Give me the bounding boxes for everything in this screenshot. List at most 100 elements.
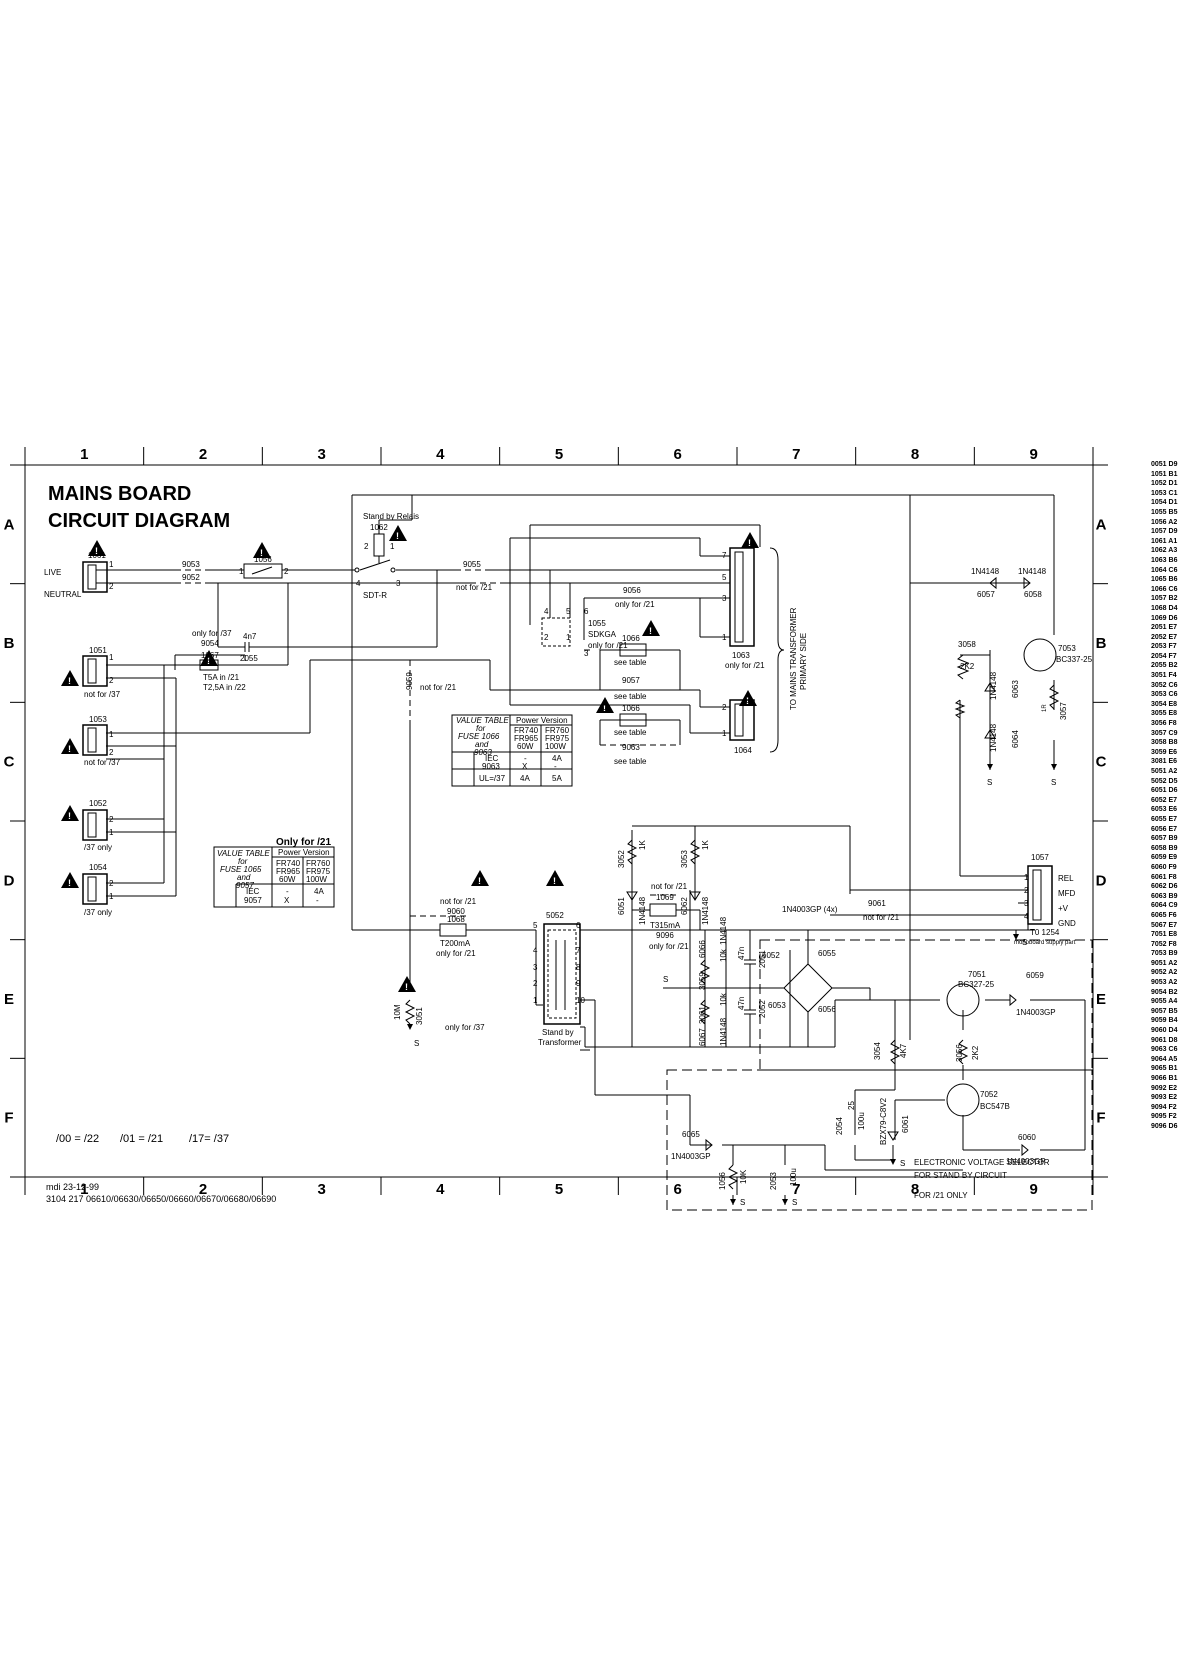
connector-1063-pin-5: 5 <box>722 573 727 582</box>
jumper-9052: 9052 <box>182 573 200 582</box>
svg-text:3: 3 <box>1024 899 1029 908</box>
table1-title4: and <box>475 740 489 749</box>
table2-row1-label1: IEC <box>246 887 260 896</box>
jumper-9060: 9060 <box>447 907 465 916</box>
d6066-type: 1N4148 <box>719 916 728 945</box>
table1-col1-0: FR740 <box>514 726 539 735</box>
warning-icon: ! <box>389 525 407 541</box>
connector-1051-note: not for /37 <box>84 690 121 699</box>
grid-column-bottom: 3 <box>317 1181 325 1198</box>
table1-col2-0: FR760 <box>545 726 570 735</box>
jumper-9061-note: not for /21 <box>863 913 900 922</box>
d6057-ref: 6057 <box>977 590 995 599</box>
relay-pin-1: 1 <box>390 542 395 551</box>
warning-icon: ! <box>546 870 564 886</box>
table2-row1-v2a: 4A <box>314 887 324 896</box>
connector-1054-note: /37 only <box>84 908 112 917</box>
relay-type: SDT-R <box>363 591 387 600</box>
svg-text:!: ! <box>207 656 210 666</box>
reference-index-item: 7051 E8 <box>1151 931 1178 939</box>
reference-index-item: 5067 E7 <box>1151 921 1178 929</box>
reference-index-item: 7053 B9 <box>1151 950 1178 958</box>
connector-1064-pin-2: 2 <box>722 703 727 712</box>
reference-index-item: 5051 A2 <box>1151 768 1178 775</box>
grid-column-bottom: 4 <box>436 1181 445 1198</box>
connector-1053-ref: 1053 <box>89 715 107 724</box>
version-note-3: /17= /37 <box>189 1133 229 1145</box>
warning-icon: ! <box>739 690 757 706</box>
transformer-ref: 5052 <box>546 911 564 920</box>
svg-text:2: 2 <box>284 567 289 576</box>
reference-index-item: 6064 C9 <box>1151 902 1178 910</box>
reference-index-item: 1055 B5 <box>1151 508 1178 516</box>
fuse-1069-v: T315mA <box>650 921 681 930</box>
switch-1055-type: SDKGA <box>588 630 617 639</box>
reference-index-item: 9093 E2 <box>1151 1094 1178 1102</box>
d6063-type: 1N4148 <box>989 671 998 700</box>
r3051-note: only for /37 <box>445 1023 485 1032</box>
reference-index-item: 9096 D6 <box>1151 1122 1178 1130</box>
fuse-1068-ref: 1068 <box>447 915 465 924</box>
grid-row-left: D <box>4 872 15 889</box>
grid-row-left: C <box>4 754 15 771</box>
d6064-ref: 6064 <box>1011 730 1020 748</box>
reference-index-item: 3054 E8 <box>1151 700 1178 708</box>
connector-1063-ref: 1063 <box>732 651 750 660</box>
c2051-ref: 2051 <box>758 950 767 968</box>
transformer-pin-9: 9 <box>576 979 581 988</box>
warning-icon: ! <box>61 738 79 754</box>
fuse-1067-note: only for /37 <box>192 629 232 638</box>
d6067-type: 1N4148 <box>719 1017 728 1046</box>
r3056-value: 2K2 <box>971 1045 980 1060</box>
reference-index-item: 1057 D9 <box>1151 528 1178 536</box>
svg-text:2: 2 <box>109 815 114 824</box>
table1-row1-v2b: - <box>554 762 557 771</box>
warning-icon: ! <box>61 872 79 888</box>
reference-index-item: 9054 B2 <box>1151 988 1178 996</box>
reference-index-item: 6061 F8 <box>1151 873 1177 881</box>
relay-pin-4: 4 <box>356 579 361 588</box>
d6057-type: 1N4148 <box>971 567 1000 576</box>
connector-1057-pin-mfd: MFD <box>1058 889 1076 898</box>
c2053-value: 100u <box>789 1168 798 1186</box>
reference-index-item: 9052 A2 <box>1151 969 1178 977</box>
reference-index-item: 2055 B2 <box>1151 662 1178 670</box>
grid-column-top: 6 <box>673 446 681 463</box>
fuse-1056-ref: 1056 <box>254 555 272 564</box>
c2052-value: 47n <box>737 997 746 1010</box>
warning-icon: ! <box>253 542 271 558</box>
diodes <box>626 576 1031 1157</box>
r3054-ref: 3054 <box>873 1042 882 1060</box>
c2054-v2: 25 <box>847 1101 856 1110</box>
table1-header: Power Version <box>516 716 568 725</box>
ground-symbols <box>407 764 1057 1205</box>
grid-row-right: F <box>1096 1110 1105 1127</box>
reference-index-item: 3081 E6 <box>1151 758 1178 766</box>
connector-1051 <box>82 655 108 687</box>
reference-index-item: 7052 F8 <box>1151 940 1177 948</box>
fuse-1067-v1: T5A in /21 <box>203 673 240 682</box>
svg-text:1: 1 <box>109 828 114 837</box>
svg-text:!: ! <box>260 548 263 558</box>
reference-index-item: 1063 B6 <box>1151 556 1178 564</box>
reference-index-item: 6058 B9 <box>1151 844 1178 852</box>
reference-index-item: 9059 B4 <box>1151 1017 1178 1025</box>
reference-index-item: 1057 B2 <box>1151 595 1178 603</box>
jumper-9056-note: only for /21 <box>615 600 655 609</box>
r3054-value: 4K7 <box>899 1043 908 1058</box>
fuse-1066a-note: see table <box>614 658 647 667</box>
reference-index-item: 1068 D4 <box>1151 604 1178 612</box>
table1-row1-v1b: X <box>522 762 528 771</box>
ground-label-f2: S <box>792 1198 797 1207</box>
warning-icon: ! <box>88 540 106 556</box>
version-note-2: /01 = /21 <box>120 1133 163 1145</box>
svg-text:!: ! <box>68 878 71 888</box>
r3061-ref: 3061 <box>698 1006 707 1024</box>
grid-column-bottom: 7 <box>792 1181 800 1198</box>
r3059-ref: 3059 <box>698 972 707 990</box>
table1-row1-label1: IEC <box>485 754 499 763</box>
labels: 1056 1 2 9053 9052 4n7 2055 Stand by Rel… <box>84 512 1093 1207</box>
grid-row-left: E <box>4 991 14 1008</box>
